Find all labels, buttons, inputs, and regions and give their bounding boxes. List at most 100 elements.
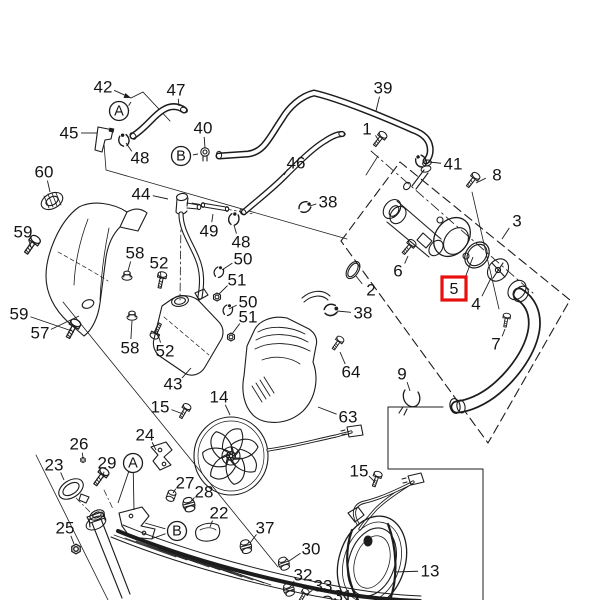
part-label-38[interactable]: 38 [319,193,338,212]
bolt-8 [463,170,482,190]
hose-clamp-48b [226,210,242,227]
outlet-pipe-3 [449,279,541,414]
leader-line [249,534,257,544]
leader-line [28,239,32,248]
part-label-3[interactable]: 3 [512,212,521,231]
part-label-42[interactable]: 42 [94,78,113,97]
part-label-46[interactable]: 46 [287,154,306,173]
part-label-7[interactable]: 7 [491,335,500,354]
part-label-44[interactable]: 44 [132,185,151,204]
part-label-9[interactable]: 9 [397,365,406,384]
leader-line [375,135,380,142]
leader-line [228,304,237,310]
part-label-33[interactable]: 33 [314,577,333,596]
part-label-48[interactable]: 48 [232,233,251,252]
part-label-6[interactable]: 6 [393,262,402,281]
leader-line [60,472,65,481]
part-label-26[interactable]: 26 [70,435,89,454]
part-label-15[interactable]: 15 [151,398,170,417]
leader-line [144,522,166,530]
part-label-47[interactable]: 47 [167,81,186,100]
leader-line [393,570,419,573]
part-label-57[interactable]: 57 [31,324,50,343]
leader-line [151,442,157,451]
leader-line [130,320,133,340]
part-label-4[interactable]: 4 [471,295,480,314]
hose-39 [215,89,434,173]
part-label-29[interactable]: 29 [98,454,117,473]
part-label-24[interactable]: 24 [136,426,155,445]
part-label-59[interactable]: 59 [14,223,33,242]
screw-52a [154,270,168,290]
part-label-22[interactable]: 22 [210,504,229,523]
leader-line [70,535,75,545]
part-label-58[interactable]: 58 [126,244,145,263]
part-label-60[interactable]: 60 [35,163,54,182]
part-label-5-selected[interactable]: 5 [450,281,459,298]
part-label-13[interactable]: 13 [421,562,440,581]
leader-line [192,153,199,156]
part-label-31[interactable]: 31 [334,587,353,600]
part-label-37[interactable]: 37 [256,519,275,538]
part-label-32[interactable]: 32 [294,566,313,585]
part-label-30[interactable]: 30 [302,540,321,559]
part-label-59[interactable]: 59 [10,305,29,324]
part-label-48[interactable]: 48 [131,149,150,168]
leader-line [152,195,169,200]
ref-letter-B: B [176,149,186,165]
leader-line [156,330,161,343]
connector-b [401,472,425,486]
part-label-27[interactable]: 27 [176,474,195,493]
part-label-45[interactable]: 45 [60,124,79,143]
part-label-49[interactable]: 49 [200,222,219,241]
part-label-64[interactable]: 64 [342,363,361,382]
part-label-51[interactable]: 51 [228,271,247,290]
nut-25 [71,543,81,555]
grommet-58a [121,270,133,281]
part-label-23[interactable]: 23 [45,456,64,475]
part-label-39[interactable]: 39 [374,79,393,98]
part-label-14[interactable]: 14 [210,388,229,407]
part-label-41[interactable]: 41 [444,155,463,174]
connector-a [340,424,364,438]
leader-line [233,224,237,234]
part-label-52[interactable]: 52 [156,342,175,361]
grommet-60 [40,191,64,211]
hose-clamp-48a [116,131,131,148]
screw-52b [148,321,165,341]
part-label-25[interactable]: 25 [56,519,75,538]
part-label-50[interactable]: 50 [234,250,253,269]
ref-letter-A: A [114,104,124,120]
part-label-40[interactable]: 40 [194,119,213,138]
ref-letter-circle-B [166,520,188,542]
part-label-51[interactable]: 51 [239,308,258,327]
overflow-tube [179,212,204,299]
leader-line [336,310,352,313]
part-label-8[interactable]: 8 [492,166,501,185]
part-label-63[interactable]: 63 [339,408,358,427]
pipe-nipple-40 [200,147,210,162]
hose-clamp-9 [398,389,421,416]
leader-line [30,316,73,332]
detail-dashed-box [340,161,571,444]
part-label-28[interactable]: 28 [195,483,214,502]
part-label-50[interactable]: 50 [239,293,258,312]
leader-line [47,180,51,193]
diagram-line-art [21,89,571,600]
leader-line [288,552,301,562]
part-label-38[interactable]: 38 [354,304,373,323]
leader-line [50,315,80,330]
grommet-30 [276,555,292,573]
part-label-43[interactable]: 43 [164,375,183,394]
part-label-2[interactable]: 2 [366,281,375,300]
ref-letter-A: A [128,456,138,472]
bolt-64 [329,334,346,352]
part-label-15[interactable]: 15 [350,462,369,481]
part-label-52[interactable]: 52 [150,254,169,273]
leader-line [127,261,132,272]
ref-letter-circle-A [108,100,130,122]
part-label-1[interactable]: 1 [362,120,371,139]
part-label-58[interactable]: 58 [121,339,140,358]
leader-line [481,277,492,297]
